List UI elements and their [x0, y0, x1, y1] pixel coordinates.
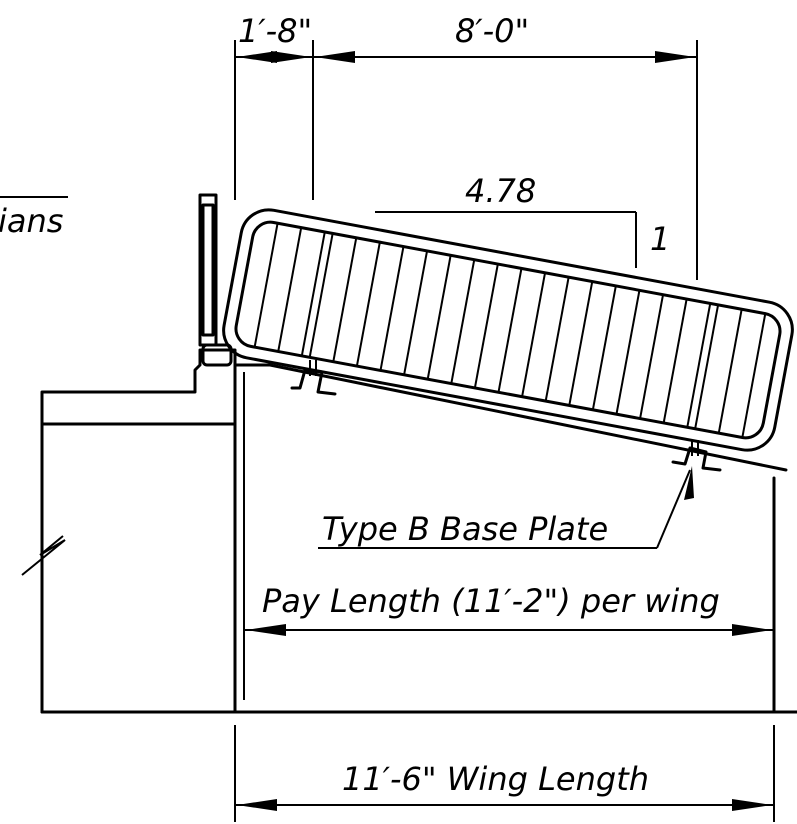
slope-value: 4.78	[465, 172, 536, 210]
base-plates	[290, 360, 722, 472]
railing-panel	[222, 208, 794, 452]
dim-top-right: 8′-0"	[455, 12, 529, 50]
slope-indicator: 4.78 1	[375, 172, 670, 268]
slope-unit: 1	[650, 220, 670, 258]
top-dimensions: 1′-8" 8′-0"	[234, 12, 698, 280]
railing-pickets	[253, 223, 767, 438]
partial-label: ians	[0, 196, 68, 240]
base-plate-label: Type B Base Plate	[322, 510, 608, 548]
wing-length-dimension: 11′-6" Wing Length	[234, 725, 775, 822]
pay-length-dimension: Pay Length (11′-2") per wing	[244, 582, 774, 636]
partial-text: ians	[0, 202, 63, 240]
end-post	[198, 193, 233, 367]
wing-wall	[233, 363, 788, 714]
dim-top-left: 1′-8"	[238, 12, 312, 50]
abutment-structure	[21, 348, 797, 714]
pay-length-label: Pay Length (11′-2") per wing	[262, 582, 720, 620]
base-plate-callout: Type B Base Plate	[318, 466, 694, 549]
wing-length-label: 11′-6" Wing Length	[342, 760, 649, 798]
